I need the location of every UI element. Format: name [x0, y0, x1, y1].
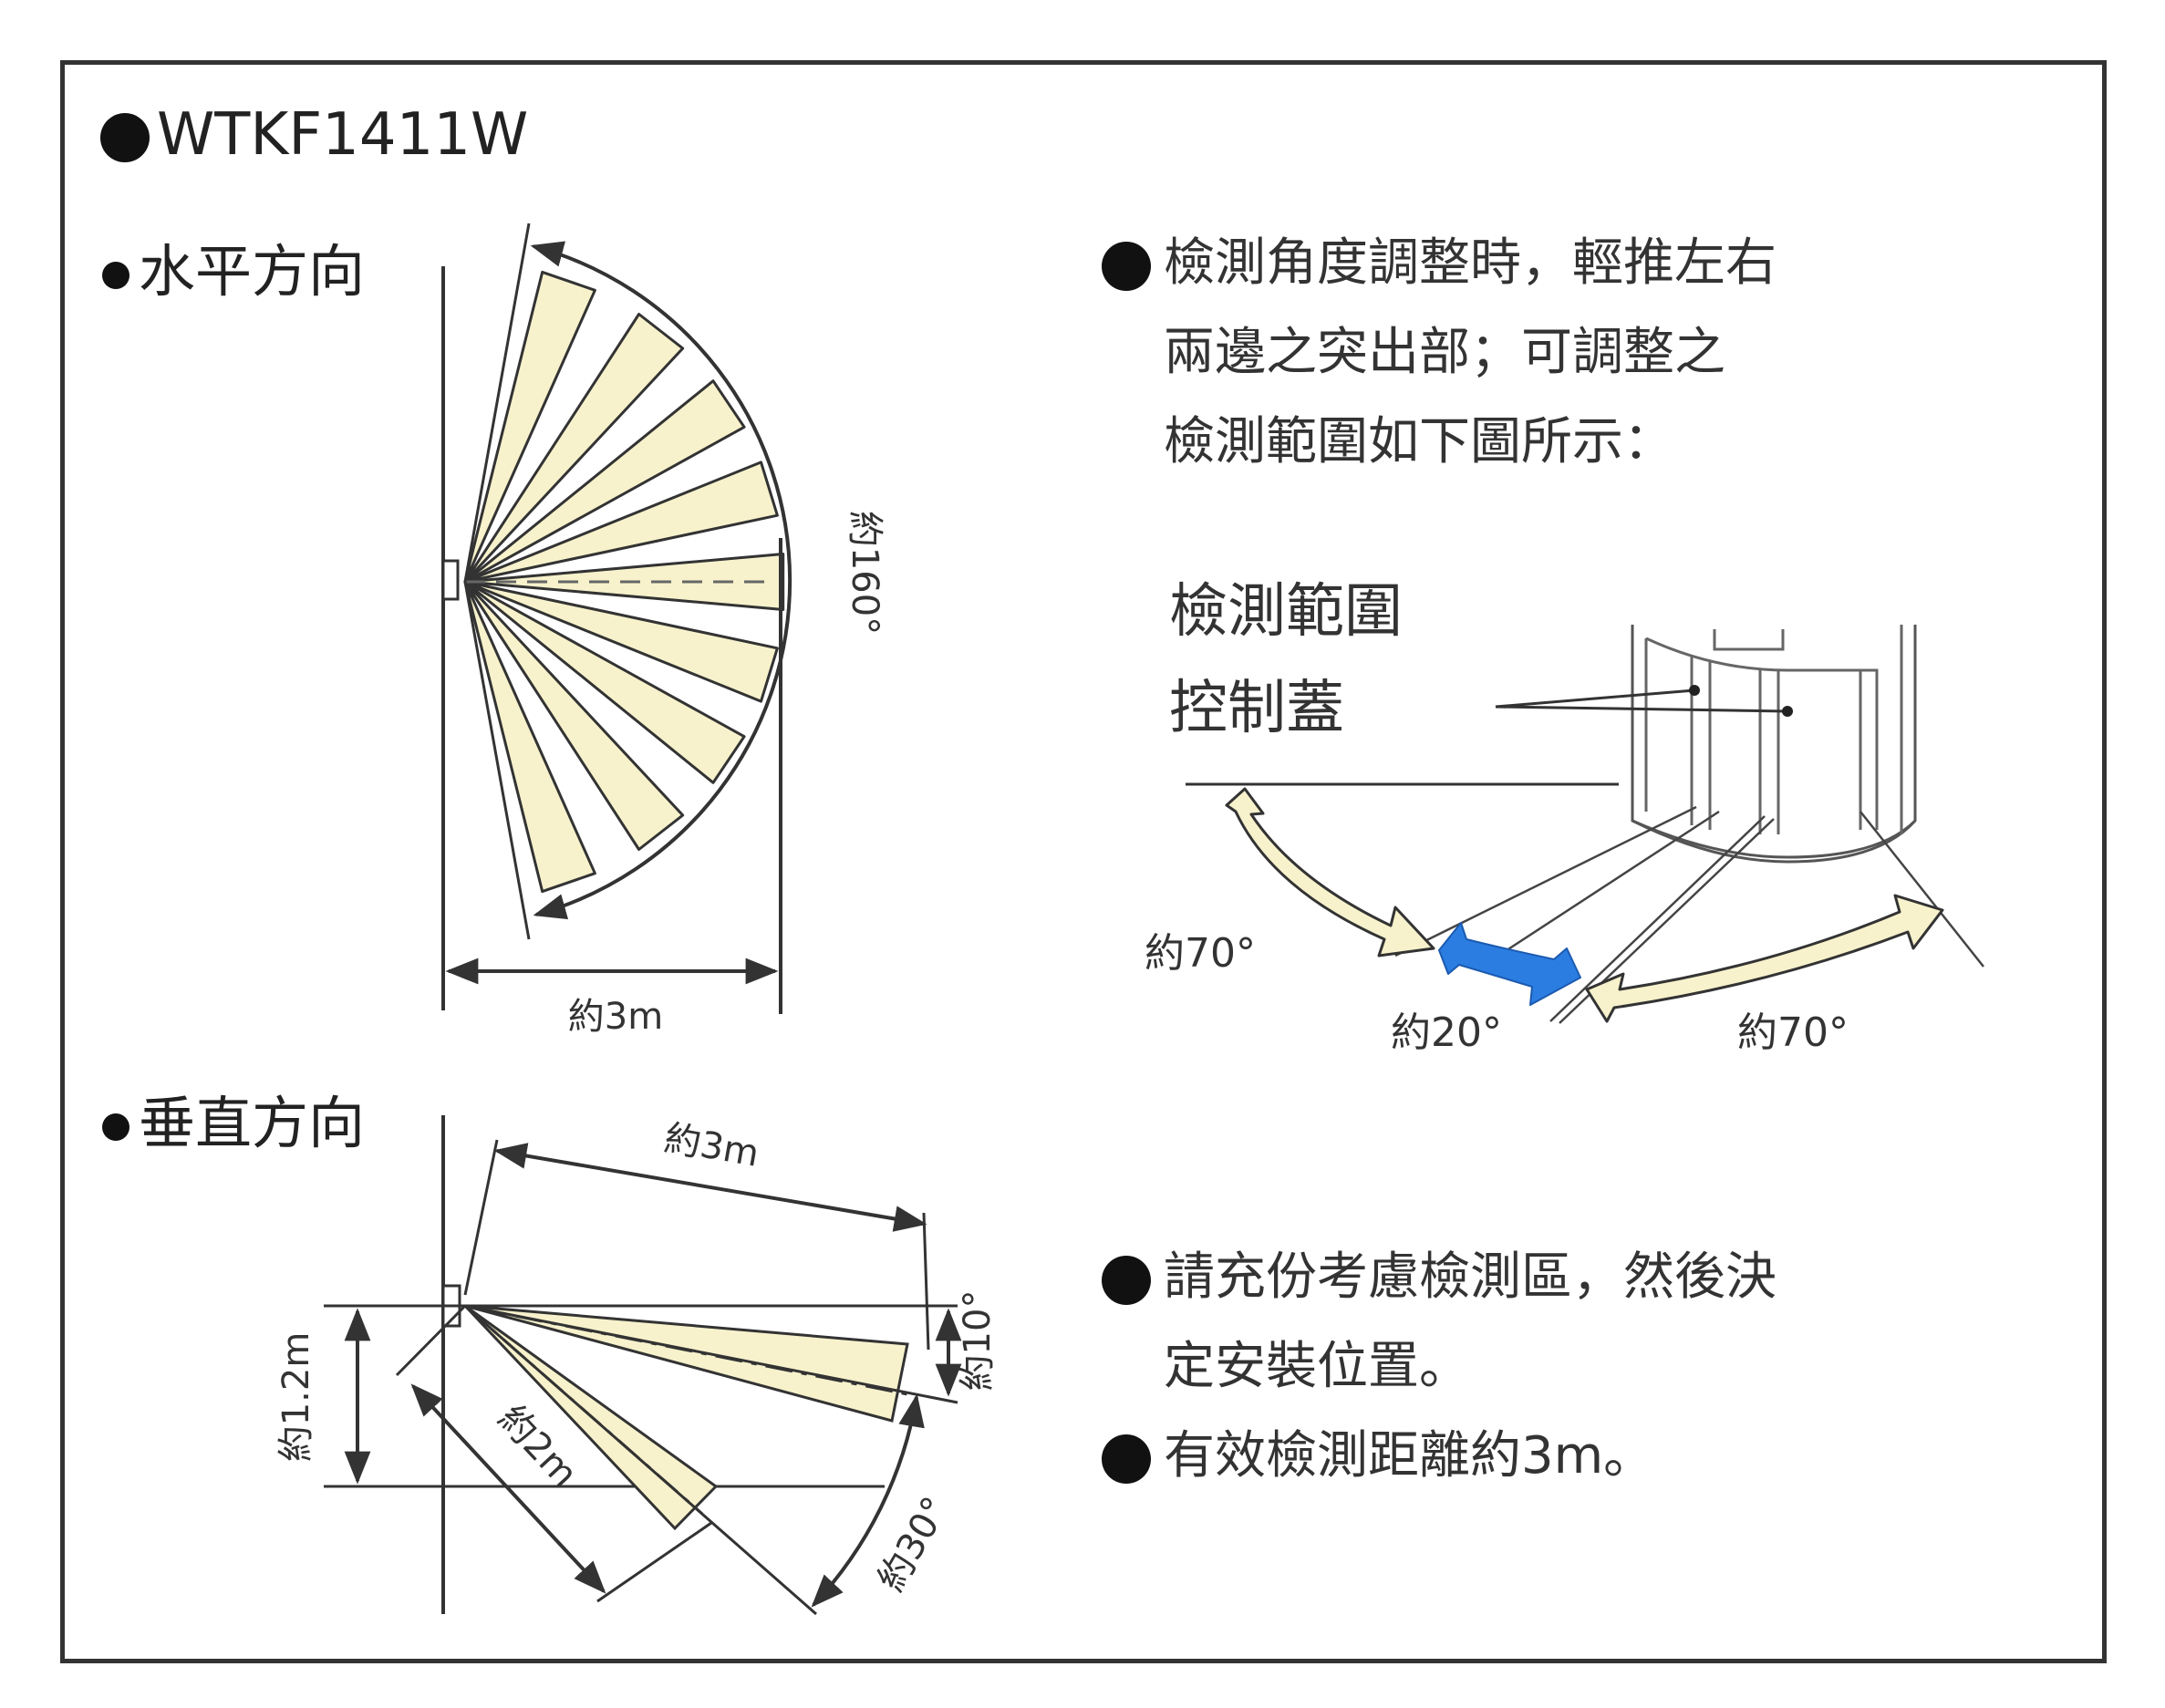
- adjust-line-1: 檢測角度調整時，輕推左右: [1102, 219, 1777, 308]
- sensor-mount: [441, 559, 460, 601]
- spread-line-5: [1859, 811, 1984, 968]
- vertical-diagram: 約3m 約10° 約1.2m 約2m 約30°: [275, 1115, 999, 1616]
- leader-line-cover: [1495, 705, 1788, 713]
- bullet-icon: [102, 1113, 129, 1141]
- adjust-line-3: 檢測範圍如下圖所示：: [1164, 412, 1674, 471]
- notes-paragraph: 請充份考慮檢測區，然後決 定安裝位置。 有效檢測距離約3m。: [1102, 1233, 1777, 1501]
- bullet-icon: [1102, 1434, 1151, 1484]
- ext-line-2m-start: [395, 1304, 467, 1377]
- model-name: WTKF1411W: [157, 101, 529, 169]
- fan-edge-top: [463, 223, 531, 583]
- dim-2m: [410, 1383, 606, 1594]
- sensor-body-outline: [1631, 625, 1917, 859]
- horizontal-diagram: 約160° 約3m: [441, 223, 886, 1038]
- bullet-icon: [1102, 1255, 1151, 1305]
- adjust-paragraph: 檢測角度調整時，輕推左右 兩邊之突出部；可調整之 檢測範圍如下圖所示：: [1102, 219, 1777, 487]
- note1-line-1: 請充份考慮檢測區，然後決: [1102, 1233, 1777, 1322]
- dim-3m-top: [493, 1143, 927, 1232]
- angle-left-label: 約70°: [1145, 930, 1256, 977]
- note2-text: 有效檢測距離約3m。: [1164, 1426, 1655, 1485]
- sensor-top-detail: [1713, 629, 1785, 651]
- vertical-heading: 垂直方向: [102, 1087, 365, 1160]
- arrow-right-70: [1585, 894, 1944, 1023]
- ext-line-2m-end: [596, 1521, 712, 1603]
- upper-detection-zone: [464, 1304, 909, 1423]
- note1-line-1-text: 請充份考慮檢測區，然後決: [1164, 1247, 1777, 1307]
- ext-line-top-right: [922, 1212, 930, 1351]
- label-1-2m: 約1.2m: [275, 1332, 317, 1463]
- label-detection-range: 檢測範圍: [1169, 578, 1403, 646]
- spread-line-4: [1495, 810, 1720, 959]
- range-3m-label: 約3m: [568, 996, 663, 1038]
- label-control-cover: 控制蓋: [1169, 675, 1344, 742]
- note2-line: 有效檢測距離約3m。: [1102, 1412, 1777, 1501]
- model-title: WTKF1411W: [100, 98, 528, 171]
- bullet-icon: [1102, 241, 1151, 291]
- leader-line-range: [1495, 688, 1695, 709]
- bullet-icon: [100, 113, 150, 163]
- spread-line-2: [1549, 815, 1766, 1022]
- note1-line-2: 定安裝位置。: [1164, 1337, 1470, 1396]
- arc-30deg: [811, 1393, 925, 1608]
- label-3m-top: 約3m: [661, 1117, 762, 1175]
- cover-labels: 檢測範圍 控制蓋: [1169, 564, 1403, 757]
- angle-arc-160: [530, 241, 792, 920]
- leader-dot-cover: [1782, 706, 1793, 717]
- arrow-middle-20: [1438, 922, 1581, 1006]
- angle-middle-label: 約20°: [1391, 1009, 1502, 1056]
- horizontal-heading: 水平方向: [102, 235, 365, 308]
- label-10deg: 約10°: [957, 1290, 999, 1392]
- ext-line-top-left: [463, 1139, 499, 1296]
- vertical-heading-text: 垂直方向: [139, 1090, 366, 1156]
- bullet-icon: [102, 261, 129, 289]
- cover-diagram: 約70° 約20° 約70°: [1145, 625, 1984, 1056]
- lower-ray: [464, 1304, 817, 1616]
- spread-line-1: [1394, 805, 1697, 958]
- adjust-line-2: 兩邊之突出部；可調整之: [1164, 323, 1725, 382]
- angle-label-160: 約160°: [844, 511, 886, 635]
- horizontal-heading-text: 水平方向: [139, 238, 366, 305]
- sensor-body-inner: [1645, 637, 1879, 830]
- adjust-line-1-text: 檢測角度調整時，輕推左右: [1164, 233, 1777, 293]
- leader-dot-range: [1689, 685, 1700, 696]
- upper-ray: [464, 1304, 958, 1404]
- arrow-left-70: [1225, 787, 1435, 958]
- angle-right-label: 約70°: [1737, 1009, 1849, 1056]
- fan-edge-bottom: [463, 581, 531, 940]
